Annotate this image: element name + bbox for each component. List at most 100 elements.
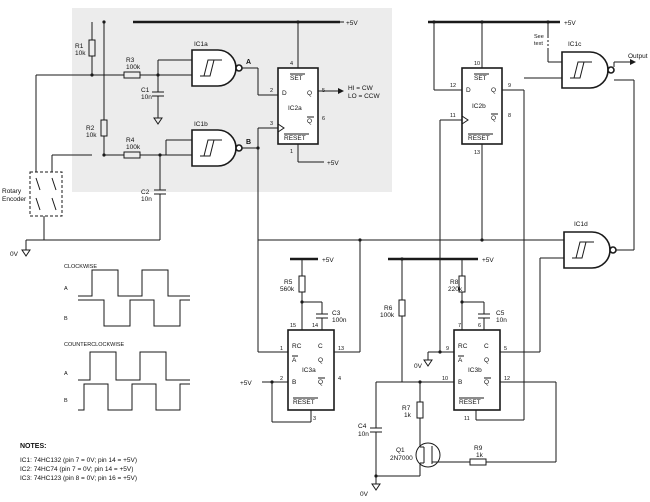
ic3b-rc: RC <box>458 343 468 350</box>
ic2b-reset: RESET <box>468 135 490 142</box>
pin-number: 1 <box>290 149 293 155</box>
channel-a-label: A <box>64 371 68 377</box>
r2-value: 10k <box>86 132 97 139</box>
ic3b-a: A <box>458 357 463 364</box>
pin-number: 9 <box>446 346 449 352</box>
pin-number: 7 <box>458 323 461 329</box>
see-text: See <box>534 34 544 40</box>
ic3a-c: C <box>318 343 323 350</box>
ic1a-label: IC1a <box>194 41 208 48</box>
pin-number: 13 <box>338 346 344 352</box>
ic3a-b: B <box>292 379 296 386</box>
pin-number: 12 <box>504 376 510 382</box>
c3-label: C3 <box>332 310 341 317</box>
pin-number: 6 <box>322 116 325 122</box>
ic3a-q: Q <box>318 357 323 364</box>
r3-value: 100k <box>126 64 141 71</box>
c1-label: C1 <box>141 87 150 94</box>
ic2b-flipflop: SET D Q IC2b Q RESET <box>461 67 503 145</box>
c2-value: 10n <box>141 196 152 203</box>
gnd-label: 0V <box>10 251 19 258</box>
ic1d-gate: IC1d <box>563 221 617 269</box>
gnd-label: 0V <box>360 491 369 498</box>
shaded-region <box>72 8 392 192</box>
c4-value: 10n <box>358 431 369 438</box>
ic3b-b: B <box>458 379 462 386</box>
direction-label: HI = CW <box>348 85 374 92</box>
note-line: IC2: 74HC74 (pin 7 = 0V; pin 14 = +5V) <box>20 466 133 473</box>
channel-b-label: B <box>64 316 68 322</box>
r4-label: R4 <box>126 137 135 144</box>
r8-value: 220k <box>448 286 463 293</box>
direction-label: LO = CCW <box>348 93 380 100</box>
ic1b-label: IC1b <box>194 121 208 128</box>
pin-number: 5 <box>504 346 507 352</box>
note-line: IC1: 74HC132 (pin 7 = 0V; pin 14 = +5V) <box>20 457 137 464</box>
pin-number: 9 <box>508 83 511 89</box>
pin-number: 3 <box>313 416 316 422</box>
ic1c-gate: IC1c <box>561 41 615 89</box>
ic3b-q: Q <box>484 357 489 364</box>
vcc-label: +5V <box>346 20 358 27</box>
ic2a-qbar: Q <box>307 118 312 125</box>
r4-value: 100k <box>126 144 141 151</box>
vcc-label: +5V <box>327 160 339 167</box>
pin-number: 12 <box>450 83 456 89</box>
pin-number: 11 <box>450 113 456 119</box>
pin-number: 13 <box>474 150 480 156</box>
r8-label: R8 <box>450 279 459 286</box>
see-text: text <box>534 41 543 47</box>
pin-number: 1 <box>280 346 283 352</box>
ic1d-label: IC1d <box>574 221 588 228</box>
r3-label: R3 <box>126 57 135 64</box>
channel-a-label: A <box>64 286 68 292</box>
ic3a-qbar: Q <box>318 379 323 386</box>
c5-value: 10n <box>496 317 507 324</box>
pin-number: 10 <box>474 61 480 67</box>
ic3b-reset: RESET <box>459 399 481 406</box>
pin-number: 2 <box>280 376 283 382</box>
ic2b-q: Q <box>491 87 496 94</box>
pin-number: 8 <box>508 113 511 119</box>
pin-number: 4 <box>338 376 341 382</box>
ic3a-rc: RC <box>292 343 302 350</box>
c4-label: C4 <box>358 423 367 430</box>
r6-label: R6 <box>384 305 393 312</box>
vcc-label: +5V <box>240 380 252 387</box>
r9-label: R9 <box>474 445 483 452</box>
gnd-label: 0V <box>414 363 423 370</box>
node-b-label: B <box>246 139 251 146</box>
ic3b-qbar: Q <box>484 379 489 386</box>
c3-value: 100n <box>332 317 347 324</box>
ic1b-gate: IC1b <box>191 121 243 167</box>
ic2b-qbar: Q <box>491 115 496 122</box>
vcc-label: +5V <box>564 20 576 27</box>
clockwise-label: CLOCKWISE <box>64 264 97 270</box>
encoder-label: Encoder <box>2 196 27 203</box>
r2-label: R2 <box>86 125 95 132</box>
encoder-label: Rotary <box>2 188 22 195</box>
output-label: Output <box>628 53 648 60</box>
q1-label: Q1 <box>396 447 405 454</box>
pin-number: 3 <box>270 121 273 127</box>
ic2a-set: SET <box>290 75 303 82</box>
ic3b-monostable: RC C A Q IC3b B Q RESET <box>453 329 501 411</box>
r7-value: 1k <box>404 412 412 419</box>
rotary-encoder: Rotary Encoder <box>2 171 63 217</box>
ic2b-set: SET <box>474 75 487 82</box>
q1-value: 2N7000 <box>390 455 413 462</box>
r5-value: 560k <box>280 286 295 293</box>
waveforms: CLOCKWISE A B COUNTERCLOCKWISE A B <box>64 264 190 411</box>
ic3a-label: IC3a <box>302 367 316 374</box>
ic2a-d: D <box>282 90 287 97</box>
r1-label: R1 <box>75 43 84 50</box>
ic2a-reset: RESET <box>284 135 306 142</box>
r1-value: 10k <box>75 50 86 57</box>
ic3a-monostable: RC C A Q IC3a B Q RESET <box>287 329 335 411</box>
ic2a-flipflop: SET D Q IC2a Q RESET <box>277 67 319 145</box>
q1-mosfet: Q1 2N7000 <box>390 442 448 476</box>
c5-label: C5 <box>496 310 505 317</box>
counterclockwise-label: COUNTERCLOCKWISE <box>64 342 125 348</box>
note-line: IC3: 74HC123 (pin 8 = 0V; pin 16 = +5V) <box>20 475 137 482</box>
